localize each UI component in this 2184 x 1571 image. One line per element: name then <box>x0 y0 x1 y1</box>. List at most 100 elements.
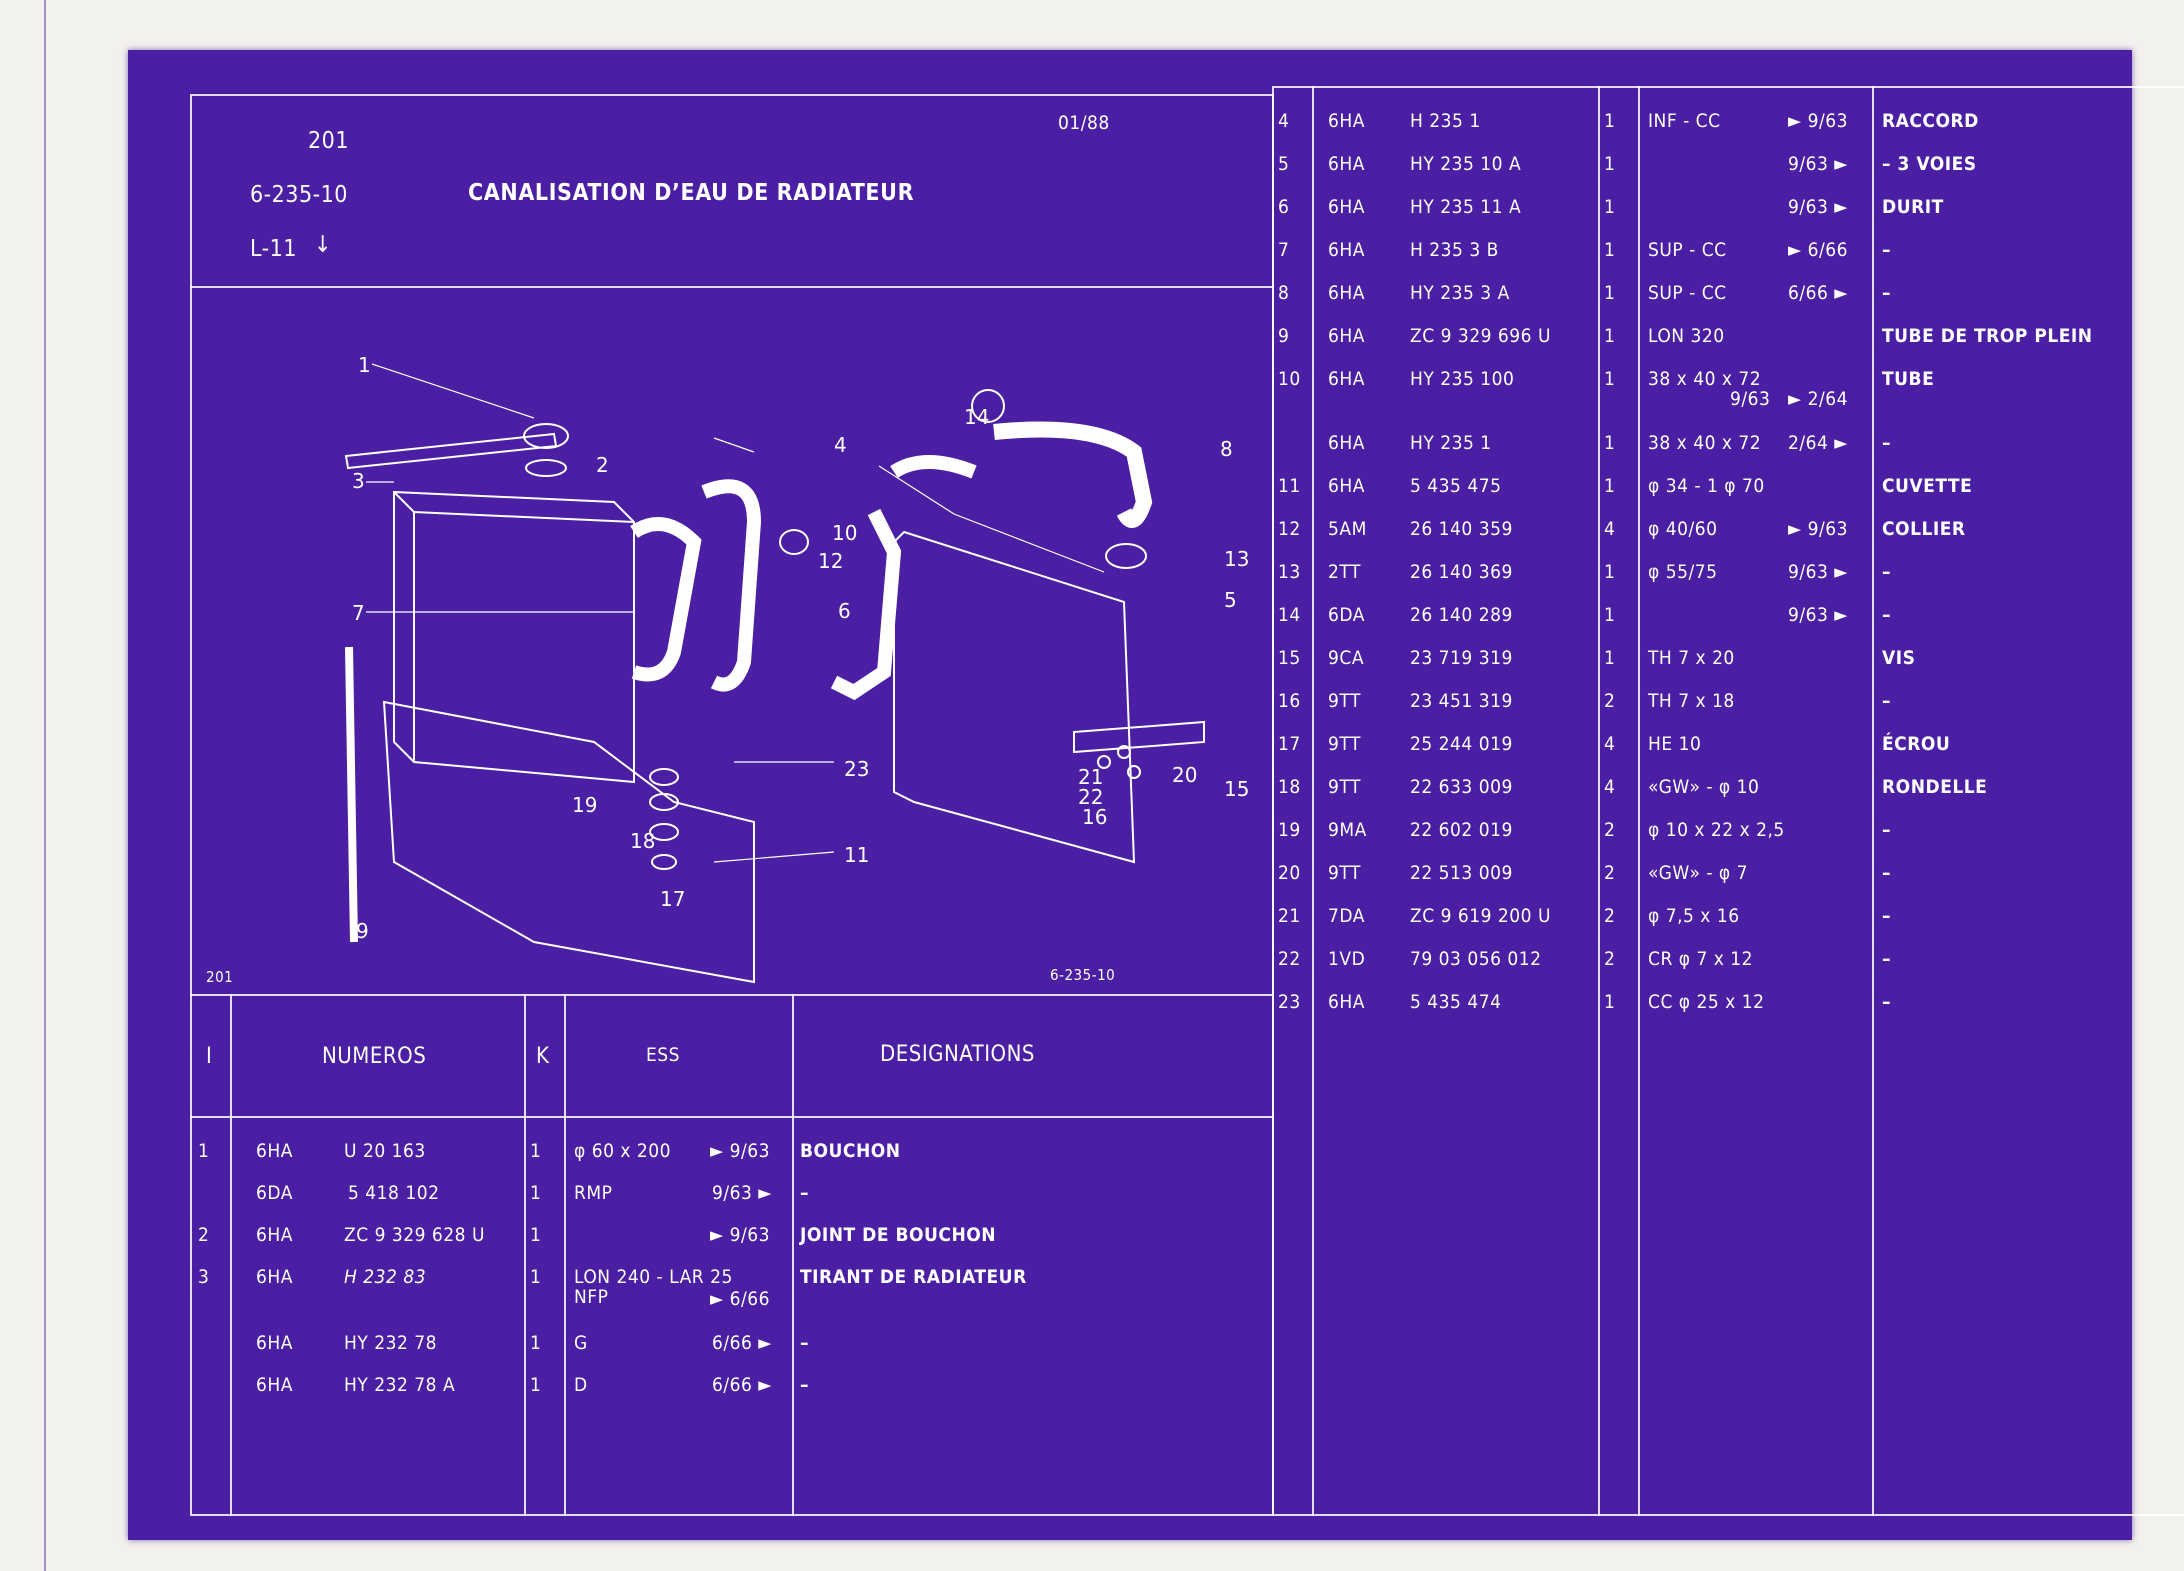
callout-20: 20 <box>1172 763 1197 787</box>
radiator-tank-left <box>393 490 635 784</box>
row-prefix: 6HA <box>1328 368 1365 390</box>
row-index: 17 <box>1278 733 1301 755</box>
callout-10: 10 <box>832 521 857 545</box>
callout-7: 7 <box>352 601 365 625</box>
callout-23: 23 <box>844 757 869 781</box>
row-ess: φ 34 - 1 φ 70 <box>1648 475 1765 497</box>
row-number: HY 235 100 <box>1410 368 1515 390</box>
row-designation: CUVETTE <box>1882 475 1973 497</box>
row-designation: – <box>1882 690 1892 712</box>
row-date: ► 2/64 <box>1788 388 1848 410</box>
row-number: ZC 9 329 696 U <box>1410 325 1551 347</box>
row-designation: TUBE DE TROP PLEIN <box>1882 325 2093 347</box>
leader-5 <box>878 465 1105 573</box>
row-designation: – <box>1882 905 1892 927</box>
row-prefix: 6HA <box>1328 475 1365 497</box>
clamp-12 <box>779 529 809 555</box>
right-panel-frame <box>1272 86 2184 1516</box>
row-number: 5 418 102 <box>348 1182 440 1204</box>
row-ess: CR φ 7 x 12 <box>1648 948 1754 970</box>
leader-1 <box>371 363 535 419</box>
row-designation: ÉCROU <box>1882 733 1951 755</box>
row-designation: – <box>800 1182 810 1204</box>
row-ess: SUP - CC <box>1648 282 1727 304</box>
callout-22: 22 <box>1078 785 1103 809</box>
callout-1: 1 <box>358 353 371 377</box>
row-ess: INF - CC <box>1648 110 1721 132</box>
stack-18 <box>649 823 679 841</box>
row-prefix: 9TT <box>1328 690 1361 712</box>
nut-22 <box>1127 765 1141 779</box>
row-index: 4 <box>1278 110 1290 132</box>
row-qty: 1 <box>1604 239 1616 261</box>
col-header-ess: ESS <box>646 1044 681 1066</box>
row-prefix: 6HA <box>256 1224 293 1246</box>
page-number: 201 <box>308 128 349 154</box>
row-date: 9/63 ► <box>1788 153 1848 175</box>
callout-18: 18 <box>630 829 655 853</box>
cap <box>523 423 569 449</box>
row-number: 22 513 009 <box>1410 862 1513 884</box>
right-col-divider-index <box>1312 86 1314 1516</box>
row-number: 26 140 359 <box>1410 518 1513 540</box>
row-designation: – <box>800 1332 810 1354</box>
row-date: 9/63 ► <box>712 1182 772 1204</box>
row-index: 12 <box>1278 518 1301 540</box>
row-number: HY 235 11 A <box>1410 196 1522 218</box>
row-ess: G <box>574 1332 588 1354</box>
row-designation: – <box>1882 239 1892 261</box>
row-qty: 1 <box>1604 110 1616 132</box>
row-number: HY 235 3 A <box>1410 282 1510 304</box>
col-header-k: K <box>536 1044 550 1069</box>
row-prefix: 5AM <box>1328 518 1367 540</box>
callout-17: 17 <box>660 887 685 911</box>
row-prefix: 9TT <box>1328 733 1361 755</box>
row-date: ► 6/66 <box>710 1288 770 1310</box>
row-index: 6 <box>1278 196 1290 218</box>
row-prefix: 6DA <box>1328 604 1365 626</box>
callout-11: 11 <box>844 843 869 867</box>
col-divider-ess <box>792 994 794 1516</box>
row-number: 79 03 056 012 <box>1410 948 1542 970</box>
row-qty: 1 <box>530 1332 542 1354</box>
callout-5: 5 <box>1224 588 1237 612</box>
row-number: 23 451 319 <box>1410 690 1513 712</box>
row-ess: φ 60 x 200 <box>574 1140 672 1162</box>
row-prefix: 6HA <box>256 1332 293 1354</box>
row-date: ► 9/63 <box>1788 518 1848 540</box>
row-designation: – <box>1882 862 1892 884</box>
leader-11 <box>713 851 835 863</box>
row-ess: CC φ 25 x 12 <box>1648 991 1765 1013</box>
row-qty: 1 <box>1604 991 1616 1013</box>
row-prefix: 6HA <box>1328 153 1365 175</box>
row-qty: 1 <box>1604 153 1616 175</box>
row-prefix: 6HA <box>1328 110 1365 132</box>
callout-3: 3 <box>352 469 365 493</box>
col-divider-k <box>564 994 566 1516</box>
row-number: HY 235 10 A <box>1410 153 1522 175</box>
row-number: 26 140 289 <box>1410 604 1513 626</box>
illustration-caption-left: 201 <box>206 968 234 986</box>
right-col-divider-k <box>1638 86 1640 1516</box>
row-prefix: 6DA <box>256 1182 293 1204</box>
row-qty: 1 <box>1604 368 1616 390</box>
row-designation: TUBE <box>1882 368 1935 390</box>
row-prefix: 6HA <box>1328 991 1365 1013</box>
row-qty: 4 <box>1604 733 1616 755</box>
row-qty: 1 <box>1604 282 1616 304</box>
row-date: ► 6/66 <box>1788 239 1848 261</box>
row-qty: 4 <box>1604 518 1616 540</box>
row-index: 10 <box>1278 368 1301 390</box>
callout-2: 2 <box>596 453 609 477</box>
row-index: 23 <box>1278 991 1301 1013</box>
row-index: 9 <box>1278 325 1290 347</box>
row-index: 5 <box>1278 153 1290 175</box>
row-number: H 235 3 B <box>1410 239 1499 261</box>
row-ess: HE 10 <box>1648 733 1702 755</box>
table-header-divider <box>190 1116 1274 1118</box>
row-ess: φ 40/60 <box>1648 518 1718 540</box>
row-qty: 1 <box>1604 561 1616 583</box>
exploded-view-illustration: 1 2 3 4 5 6 7 8 9 10 11 12 13 14 15 16 1… <box>334 342 1272 1000</box>
row-date: ► 9/63 <box>1788 110 1848 132</box>
row-designation: – <box>800 1374 810 1396</box>
